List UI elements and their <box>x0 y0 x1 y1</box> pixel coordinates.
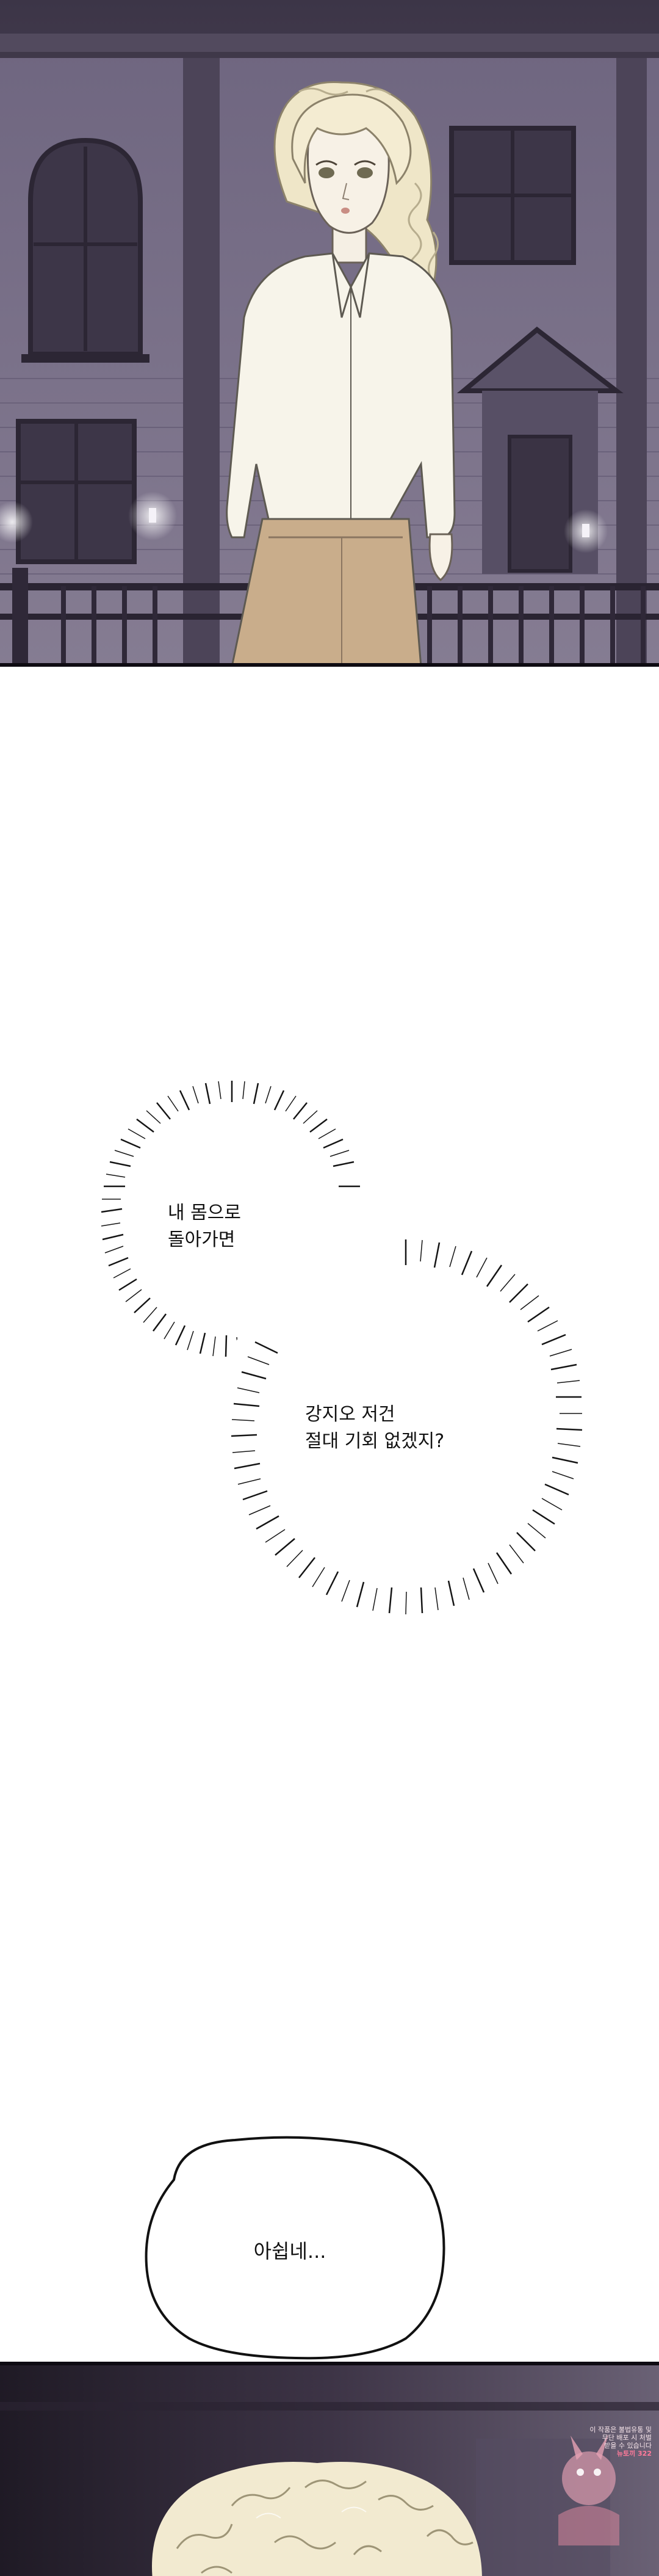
bubble-2-line-2: 절대 기회 없겠지? <box>305 1431 445 1452</box>
thought-text: 아쉽네... <box>253 2240 326 2263</box>
character-woman <box>226 81 456 663</box>
watermark-line-2: 무단 배포 시 처벌 <box>602 2434 652 2442</box>
bubble-2-text: 강지오 저건 절대 기회 없겠지? <box>305 1401 444 1455</box>
watermark-text: 이 작품은 불법유통 및 무단 배포 시 처벌 받을 수 있습니다 뉴토끼 32… <box>589 2426 652 2458</box>
bubble-2-line-1: 강지오 저건 <box>305 1404 395 1425</box>
bottom-panel: 이 작품은 불법유통 및 무단 배포 시 처벌 받을 수 있습니다 뉴토끼 32… <box>0 2362 659 2576</box>
top-panel <box>0 0 659 667</box>
watermark-line-3: 받을 수 있습니다 <box>604 2442 652 2450</box>
bubble-1-text: 내 몸으로 돌아가면 <box>168 1200 241 1254</box>
burst-rays <box>214 1239 598 1624</box>
thought-burst-2: 강지오 저건 절대 기회 없겠지? <box>195 1215 610 1636</box>
hair-closeup-scene <box>0 2365 659 2576</box>
watermark-line-1: 이 작품은 불법유통 및 <box>589 2426 652 2434</box>
watermark-line-4: 뉴토끼 322 <box>616 2450 652 2458</box>
bubble-1-line-2: 돌아가면 <box>168 1229 236 1250</box>
watermark-logo <box>558 2434 619 2545</box>
night-mansion-scene <box>0 0 659 663</box>
watermark: 이 작품은 불법유통 및 무단 배포 시 처벌 받을 수 있습니다 뉴토끼 32… <box>552 2423 653 2552</box>
arched-window <box>21 137 149 363</box>
bubble-1-line-1: 내 몸으로 <box>168 1202 241 1224</box>
